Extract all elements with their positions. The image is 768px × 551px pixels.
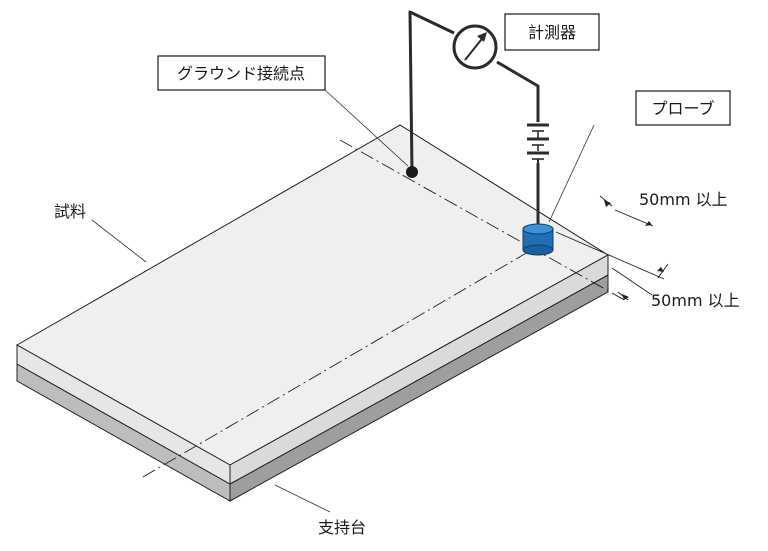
label-dimension-upper: 50mm 以上 [639, 190, 728, 209]
label-ground-point-text: グラウンド接続点 [177, 64, 305, 83]
sample-plate [15, 124, 609, 485]
label-ground-point: グラウンド接続点 [157, 55, 326, 91]
longitudinal-center-line [142, 244, 541, 478]
ground-point-dot [406, 166, 418, 178]
dimension-markers [555, 195, 669, 301]
center-lines [142, 139, 629, 478]
label-meter: 計測器 [504, 13, 600, 51]
leader-lines [91, 89, 595, 513]
transverse-center-line [339, 139, 629, 303]
wiring [408, 10, 540, 224]
probe-icon [522, 223, 554, 256]
meter-icon [452, 24, 498, 70]
battery-icon [527, 123, 549, 163]
label-meter-text: 計測器 [528, 23, 576, 42]
label-support: 支持台 [318, 518, 366, 537]
label-probe-text: プローブ [651, 99, 714, 118]
label-dimension-lower: 50mm 以上 [651, 291, 740, 310]
label-probe: プローブ [635, 90, 731, 126]
label-sample: 試料 [54, 202, 86, 221]
